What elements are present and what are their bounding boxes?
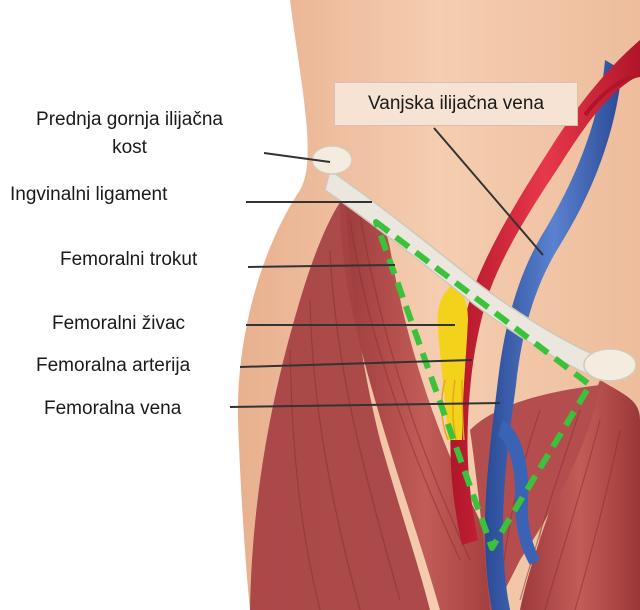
- label-femoral-triangle: Femoralni trokut: [60, 249, 197, 271]
- label-femoral-vein: Femoralna vena: [44, 398, 181, 420]
- label-inguinal-ligament: Ingvinalni ligament: [10, 184, 167, 206]
- label-external-iliac-vein: Vanjska ilijačna vena: [334, 82, 578, 126]
- label-femoral-nerve: Femoralni živac: [52, 313, 185, 335]
- pubic-tubercle: [584, 349, 636, 381]
- label-asis: Prednja gornja ilijačna kost: [12, 109, 247, 159]
- label-femoral-artery: Femoralna arterija: [36, 355, 190, 377]
- label-asis-line1: Prednja gornja ilijačna: [12, 109, 247, 131]
- label-asis-line2: kost: [12, 137, 247, 159]
